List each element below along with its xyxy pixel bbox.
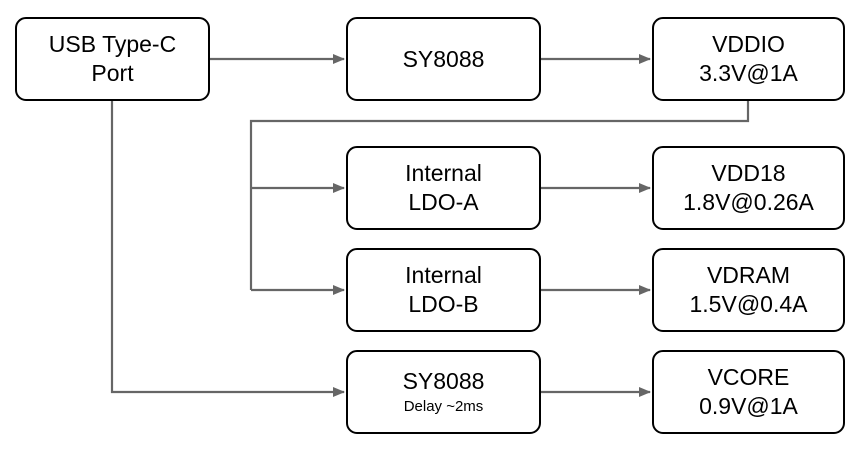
usb-label-line1: USB Type-C [48, 31, 177, 57]
sy8088-delay-box: SY8088 Delay ~2ms [346, 350, 541, 434]
vdram-spec: 1.5V@0.4A [689, 291, 808, 317]
vcore-label: VCORE [707, 364, 790, 390]
vddio-label: VDDIO [712, 31, 785, 57]
internal-ldo-a-box: Internal LDO-A [346, 146, 541, 230]
vcore-spec: 0.9V@1A [699, 393, 798, 419]
ldo-a-label-line2: LDO-A [408, 189, 479, 215]
sy8088-box: SY8088 [346, 17, 541, 101]
internal-ldo-b-box: Internal LDO-B [346, 248, 541, 332]
vdd18-box: VDD18 1.8V@0.26A [652, 146, 845, 230]
ldo-b-label-line1: Internal [405, 262, 482, 288]
vdd18-spec: 1.8V@0.26A [683, 189, 814, 215]
vddio-spec: 3.3V@1A [699, 60, 798, 86]
usb-label-line2: Port [91, 60, 134, 86]
ldo-b-label-line2: LDO-B [408, 291, 479, 317]
line-vddio-to-ldo-bus [249, 101, 750, 290]
vdd18-label: VDD18 [711, 160, 786, 186]
ldo-a-label-line1: Internal [405, 160, 482, 186]
line-usb-to-sy8088-delay [110, 101, 345, 397]
vcore-box: VCORE 0.9V@1A [652, 350, 845, 434]
vdram-box: VDRAM 1.5V@0.4A [652, 248, 845, 332]
sy8088-label: SY8088 [402, 45, 485, 72]
usb-type-c-port-box: USB Type-C Port [15, 17, 210, 101]
vdram-label: VDRAM [706, 262, 791, 288]
sy8088-delay-note: Delay ~2ms [403, 397, 484, 415]
vddio-box: VDDIO 3.3V@1A [652, 17, 845, 101]
sy8088-delay-label: SY8088 [402, 367, 485, 394]
